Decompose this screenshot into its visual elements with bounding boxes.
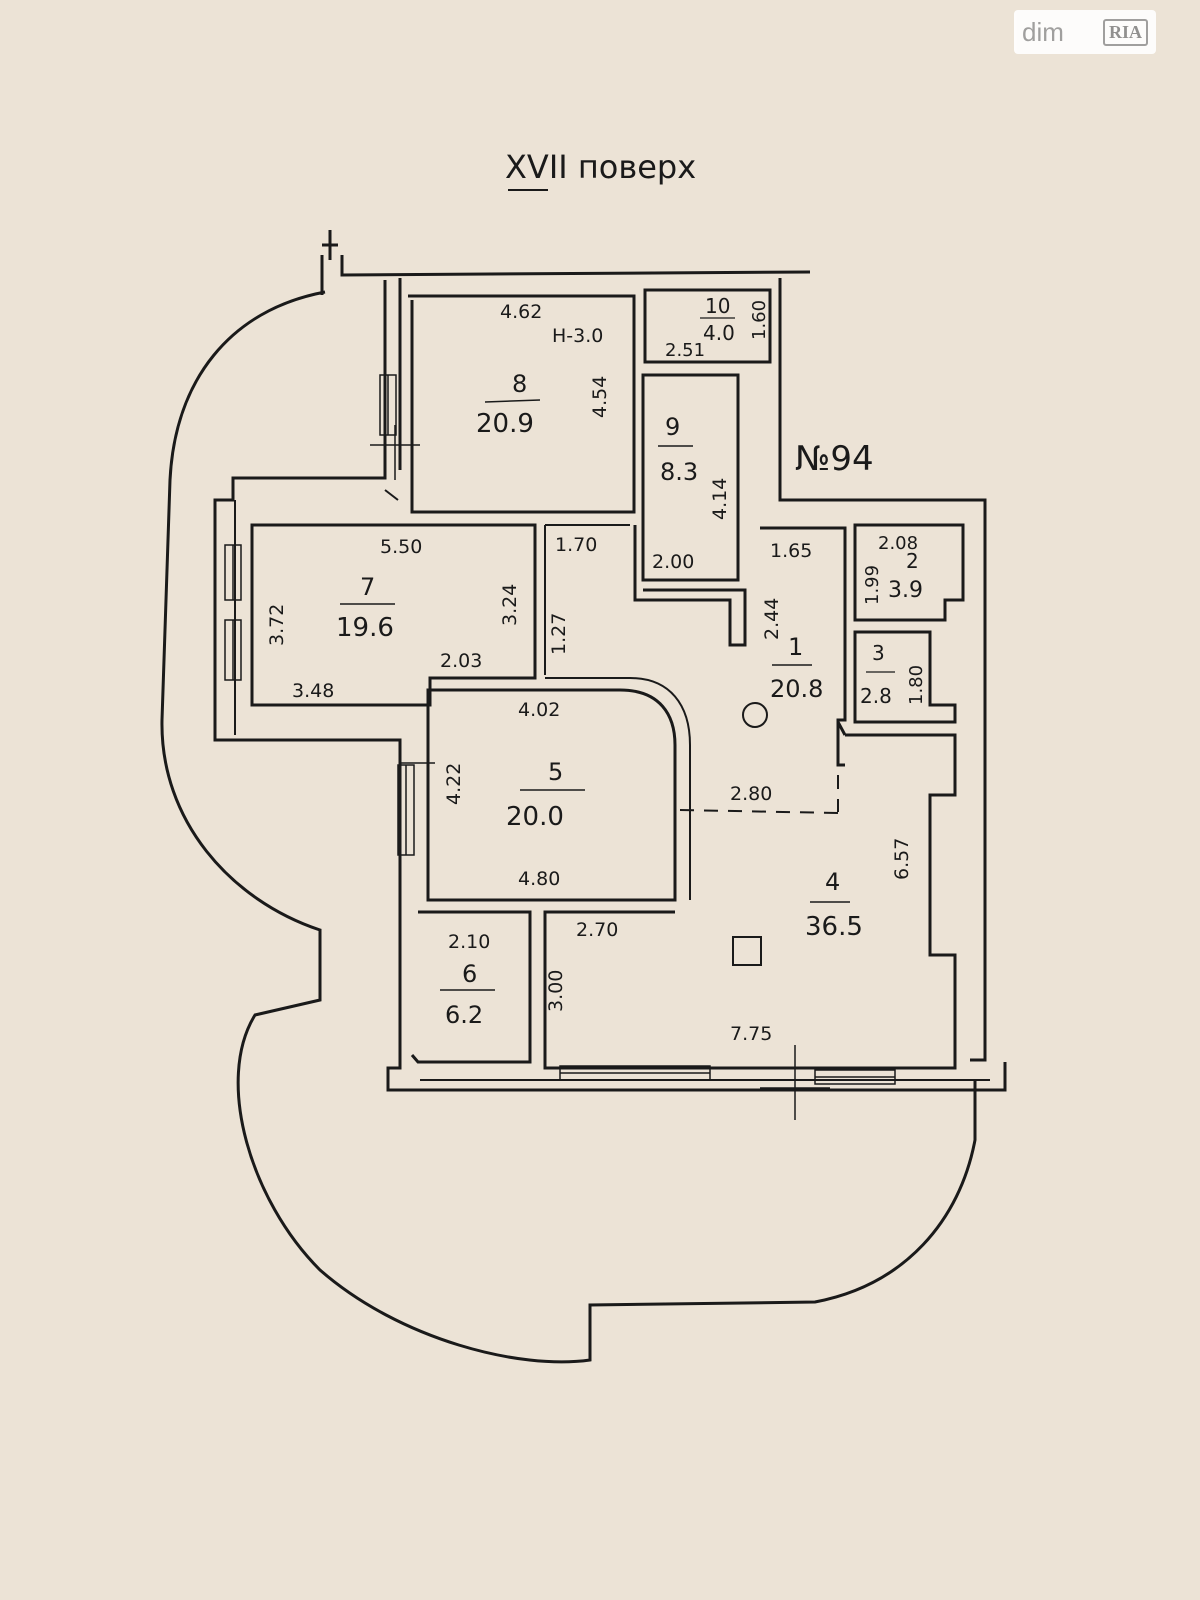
svg-text:3.9: 3.9	[888, 578, 923, 603]
svg-text:4: 4	[825, 868, 840, 896]
room-6-label: 6 6.2 2.10	[440, 931, 495, 1029]
watermark-brand: dim	[1022, 16, 1064, 47]
svg-text:1.27: 1.27	[548, 613, 570, 655]
svg-text:3.72: 3.72	[266, 604, 288, 646]
svg-text:2.08: 2.08	[878, 533, 918, 554]
svg-text:1.70: 1.70	[555, 534, 597, 556]
room-2-label: 2 3.9 2.08 1.99	[862, 533, 923, 605]
svg-text:5: 5	[548, 758, 563, 786]
svg-text:2.03: 2.03	[440, 650, 482, 672]
svg-text:4.80: 4.80	[518, 868, 560, 890]
svg-text:1.99: 1.99	[862, 565, 883, 605]
svg-text:2.8: 2.8	[860, 684, 892, 708]
terrace-outline	[160, 290, 977, 1364]
svg-text:2.00: 2.00	[652, 551, 694, 573]
room-1-label: 1 20.8 1.65 2.44 2.80	[730, 540, 823, 805]
room-5-outer-curve	[545, 677, 691, 900]
svg-text:2.80: 2.80	[730, 783, 772, 805]
svg-text:5.50: 5.50	[380, 536, 422, 558]
svg-text:4.62: 4.62	[500, 301, 542, 323]
svg-text:H-3.0: H-3.0	[552, 325, 603, 347]
svg-text:1.60: 1.60	[749, 300, 770, 340]
dimria-watermark: dim RIA	[1014, 10, 1156, 54]
room-4-wall	[543, 721, 957, 1070]
svg-text:4.02: 4.02	[518, 699, 560, 721]
room-2-wall	[853, 523, 965, 622]
svg-text:1.80: 1.80	[906, 665, 927, 705]
room-4-label: 4 36.5 6.57 2.70 3.00 7.75	[545, 838, 913, 1045]
room-6-wall	[410, 910, 532, 1064]
svg-text:7: 7	[360, 573, 375, 601]
svg-text:6: 6	[462, 960, 477, 988]
exterior-wall	[213, 230, 1007, 1092]
svg-text:9: 9	[665, 413, 680, 441]
svg-text:1: 1	[788, 633, 803, 661]
room-9-label: 9 8.3 4.14 2.00	[652, 413, 731, 573]
svg-text:2.10: 2.10	[448, 931, 490, 953]
svg-text:4.54: 4.54	[589, 376, 611, 418]
svg-text:6.2: 6.2	[445, 1001, 483, 1029]
svg-text:10: 10	[705, 294, 730, 318]
svg-text:1.65: 1.65	[770, 540, 812, 562]
svg-text:8: 8	[512, 370, 527, 398]
svg-text:19.6: 19.6	[336, 613, 394, 643]
room-5-label: 5 20.0 4.02 4.22 4.80	[443, 699, 585, 890]
svg-text:2: 2	[906, 549, 919, 573]
svg-text:20.9: 20.9	[476, 409, 534, 439]
svg-text:4.0: 4.0	[703, 321, 735, 345]
room-3-label: 3 2.8 1.80	[860, 641, 927, 708]
room-7-wall	[250, 523, 537, 707]
svg-text:2.70: 2.70	[576, 919, 618, 941]
room-8-label: 8 20.9 4.62 H-3.0 4.54	[476, 301, 611, 439]
svg-text:8.3: 8.3	[660, 458, 698, 486]
room-9-wall	[633, 373, 747, 647]
column-square	[732, 936, 762, 966]
room-1-boundary	[679, 809, 839, 814]
windows	[224, 374, 896, 1120]
svg-text:20.0: 20.0	[506, 802, 564, 832]
svg-text:3.00: 3.00	[545, 970, 567, 1012]
svg-text:4.22: 4.22	[443, 763, 465, 805]
svg-text:3: 3	[872, 641, 885, 665]
corridor-dims: 1.70 1.27	[548, 534, 597, 655]
column-circle	[742, 702, 768, 728]
svg-text:7.75: 7.75	[730, 1023, 772, 1045]
apartment-number: №94	[795, 439, 874, 479]
room-10-wall	[643, 288, 772, 364]
room-8-wall	[408, 294, 636, 514]
svg-text:6.57: 6.57	[891, 838, 913, 880]
corridor-wall	[544, 524, 630, 675]
svg-text:2.51: 2.51	[665, 340, 705, 361]
svg-text:3.48: 3.48	[292, 680, 334, 702]
room-7-label: 7 19.6 5.50 3.72 3.24 3.48 2.03	[266, 536, 521, 702]
room-1-wall	[760, 526, 847, 767]
floor-title: XVII поверх	[505, 148, 696, 186]
svg-text:4.14: 4.14	[709, 478, 731, 520]
room-5-wall	[426, 688, 677, 902]
svg-text:3.24: 3.24	[499, 584, 521, 626]
svg-text:2.44: 2.44	[761, 598, 783, 640]
svg-text:36.5: 36.5	[805, 912, 863, 942]
room-10-label: 10 4.0 2.51 1.60	[665, 294, 770, 361]
svg-text:20.8: 20.8	[770, 675, 823, 703]
watermark-logo: RIA	[1102, 18, 1148, 46]
room-3-wall	[853, 630, 957, 724]
